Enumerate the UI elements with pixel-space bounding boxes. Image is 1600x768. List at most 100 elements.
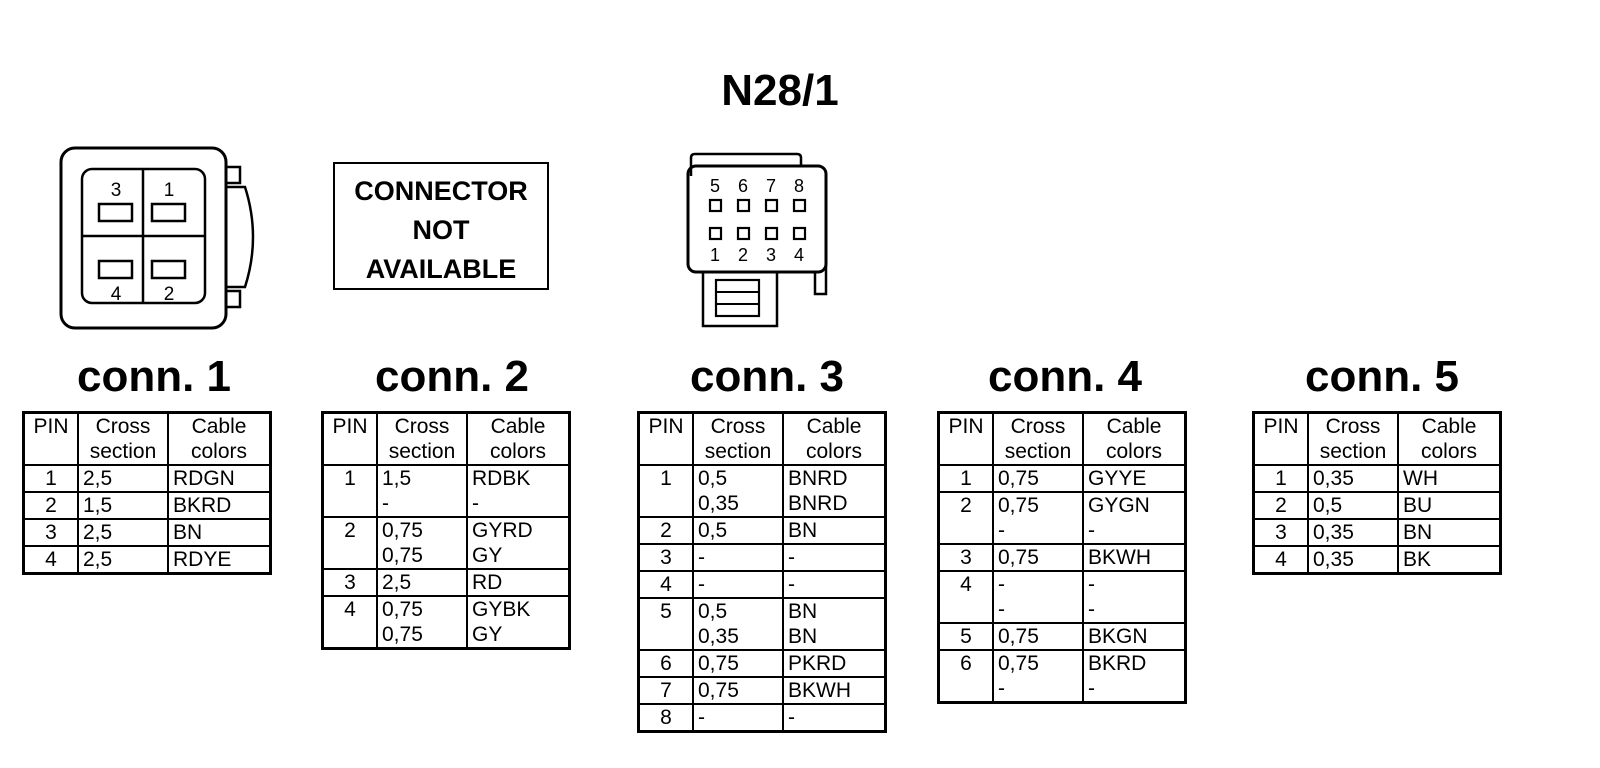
cross-section-cell: - [692, 571, 783, 599]
cross-section-cell-value: 0,75 [382, 598, 423, 621]
na-line: NOT [412, 215, 470, 245]
cross-section-cell-value: 0,75 [382, 544, 423, 567]
pin-cell: 2 [1253, 492, 1308, 520]
pin-header: PIN [1253, 412, 1308, 466]
cable-color-cell-value: - [788, 546, 795, 569]
conn3-pin-label: 7 [766, 176, 776, 196]
pin-cell: 4 [938, 571, 993, 624]
cable-colors-header-text: Cable [1106, 415, 1162, 438]
cable-color-cell-value: BN [173, 521, 203, 544]
cross-section-cell: 0,75 [692, 650, 783, 678]
conn1-pin-label: 2 [164, 284, 175, 305]
cross-section-cell-value: 0,35 [1313, 521, 1354, 544]
cable-color-cell-value: GYRD [472, 519, 533, 542]
cable-color-cell-value: BK [1403, 548, 1432, 571]
cable-color-cell: BN [782, 517, 886, 545]
cable-color-cell: BN [1397, 519, 1501, 547]
cross-section-cell-value: - [698, 706, 705, 729]
conn-4-label: conn. 4 [987, 352, 1143, 401]
cable-color-cell-value: - [472, 492, 479, 515]
cable-color-cell-value: BKRD [1088, 652, 1147, 675]
pin-cell: 2 [938, 492, 993, 545]
cross-section-cell-value: 0,35 [1313, 548, 1354, 571]
pin-cell: 1 [638, 465, 693, 518]
cross-section-cell: 2,5 [77, 465, 168, 493]
pin-cell: 8 [660, 706, 672, 729]
cross-section-header-text: Cross [710, 415, 766, 438]
cross-section-cell: 2,5 [77, 519, 168, 547]
cable-colors-header-text: colors [489, 440, 547, 463]
cross-section-cell: 1,5 [77, 492, 168, 520]
cross-section-cell-value: 0,5 [698, 519, 728, 542]
table-row: 8 - - [639, 704, 886, 732]
cross-section-cell-value: - [382, 492, 389, 515]
cross-section-cell-value: 2,5 [83, 548, 113, 571]
conn3-connector-drawing: 5 6 7 8 1 2 3 4 [686, 152, 828, 328]
cable-color-cell-value: RD [472, 571, 503, 594]
cross-section-cell: 0,75 [692, 677, 783, 705]
cross-section-cell-value: - [998, 677, 1005, 700]
cross-section-cell-value: 0,75 [998, 625, 1039, 648]
cable-color-cell-value: - [788, 573, 795, 596]
pin-header: PIN [938, 412, 993, 466]
cable-color-cell: BK [1397, 546, 1501, 574]
cable-color-cell-value: BKGN [1088, 625, 1148, 648]
cross-section-cell-value: 0,5 [1313, 494, 1343, 517]
cross-section-cell-value: - [698, 573, 705, 596]
cross-section-header-text: Cross [95, 415, 151, 438]
cable-colors-header-text: colors [1105, 440, 1163, 463]
cross-section-cell-value: - [998, 519, 1005, 542]
cable-colors-header-text: colors [805, 440, 863, 463]
pin-cell: 7 [638, 677, 693, 705]
conn1-pin-label: 1 [164, 180, 175, 201]
cable-color-cell-value: RDGN [173, 467, 235, 490]
cable-color-cell-value: BKRD [173, 494, 232, 517]
cable-color-cell: RDGN [167, 465, 271, 493]
cross-section-cell-value: 0,35 [698, 492, 739, 515]
cable-color-cell: GYGN- [1082, 492, 1186, 545]
cable-color-cell-value: PKRD [788, 652, 847, 675]
pin-cell: 2 [638, 517, 693, 545]
conn3-pin-label: 5 [710, 176, 720, 196]
conn-1-label: conn. 1 [76, 352, 232, 401]
cable-color-cell: -- [1082, 571, 1186, 624]
conn3-pin-label: 1 [710, 245, 720, 265]
pin-cell: 5 [638, 598, 693, 651]
cable-color-cell-value: - [1088, 677, 1095, 700]
cross-section-cell: - [692, 544, 783, 572]
cable-color-cell: BKWH [1082, 544, 1186, 572]
pin-header-text: PIN [33, 415, 69, 438]
cross-section-cell-value: 0,75 [698, 679, 739, 702]
cross-section-cell-value: 0,75 [998, 652, 1039, 675]
cable-color-cell: BKWH [782, 677, 886, 705]
cable-color-cell: BKRD- [1082, 650, 1186, 703]
cross-section-cell: 0,75- [992, 650, 1083, 703]
cable-color-cell-value: - [788, 706, 795, 729]
cross-section-cell: 0,75 [992, 623, 1083, 651]
cross-section-cell-value: 0,75 [998, 467, 1039, 490]
pin-header-text: PIN [332, 415, 368, 438]
cross-section-cell-value: 2,5 [83, 521, 113, 544]
cable-color-cell-value: - [1088, 598, 1095, 621]
cable-colors-header-text: colors [1420, 440, 1478, 463]
cable-colors-header-text: colors [190, 440, 248, 463]
